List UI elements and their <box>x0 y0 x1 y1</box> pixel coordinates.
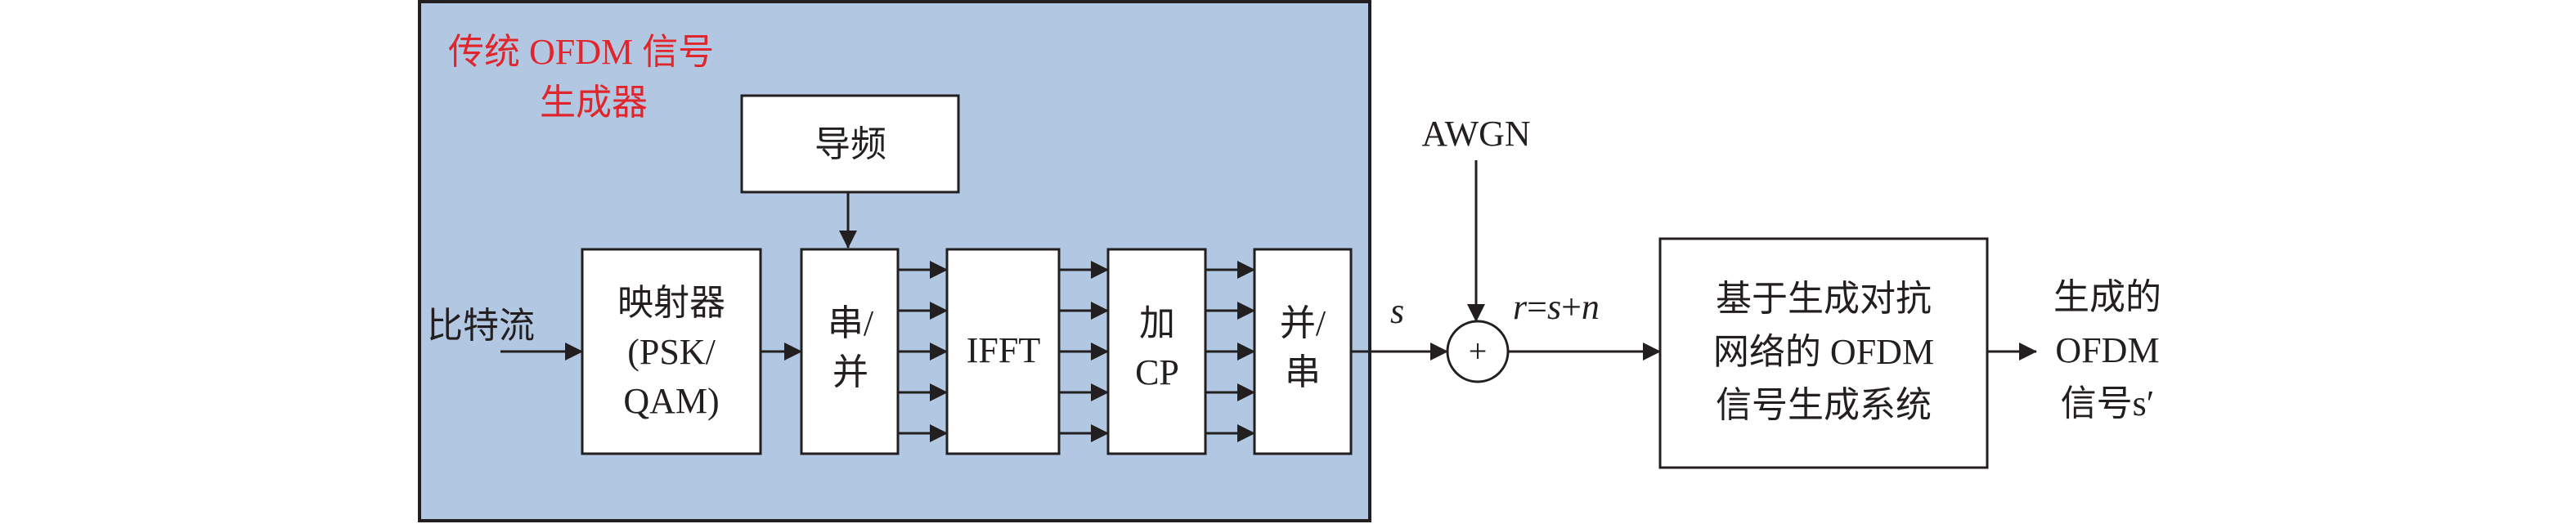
output-label-line3: 信号s′ <box>2061 383 2155 423</box>
ifft-label: IFFT <box>967 330 1041 370</box>
gan-label-line2: 网络的 OFDM <box>1713 332 1934 372</box>
pilot-label: 导频 <box>815 124 886 164</box>
addcp-label-line1: 加 <box>1139 303 1175 343</box>
ifft-to-cp-bus <box>1059 261 1109 442</box>
addcp-label-line2: CP <box>1135 352 1179 392</box>
sp-to-ifft-bus <box>898 261 948 442</box>
sp-label-line1: 串/ <box>828 303 874 343</box>
parallel-to-serial-block <box>1253 248 1353 455</box>
mapper-block <box>581 248 762 455</box>
gan-label-line3: 信号生成系统 <box>1716 385 1932 425</box>
ps-label-line1: 并/ <box>1280 303 1326 343</box>
ifft-block <box>945 248 1061 455</box>
ps-label-line2: 串 <box>1285 352 1321 392</box>
gan-ofdm-system-block <box>1658 237 1989 469</box>
pilot-block <box>740 94 960 194</box>
output-label-line1: 生成的 <box>2053 277 2161 317</box>
r-equation-label: r=s+n <box>1513 287 1600 327</box>
s-signal-label: s <box>1390 291 1404 331</box>
r-eq-s: s <box>1547 287 1561 327</box>
awgn-label: AWGN <box>1421 114 1530 154</box>
output-label-line2: OFDM <box>2055 330 2159 370</box>
input-label: 比特流 <box>427 306 535 346</box>
r-eq-r: r <box>1513 287 1528 327</box>
adder-symbol: + <box>1469 333 1488 369</box>
mapper-label-line3: QAM) <box>623 381 719 421</box>
r-eq-n: n <box>1582 287 1600 327</box>
serial-to-parallel-block <box>800 248 900 455</box>
add-cp-block <box>1106 248 1207 455</box>
group-title-line2: 生成器 <box>540 83 648 123</box>
cp-to-ps-bus <box>1205 261 1255 442</box>
mapper-label-line1: 映射器 <box>617 283 725 323</box>
r-eq-equals: = <box>1527 287 1547 327</box>
mapper-label-line2: (PSK/ <box>627 332 716 372</box>
group-title-line1: 传统 OFDM 信号 <box>448 32 714 72</box>
sp-label-line2: 并 <box>832 352 868 392</box>
r-eq-plus: + <box>1561 287 1582 327</box>
gan-label-line1: 基于生成对抗 <box>1716 279 1932 319</box>
